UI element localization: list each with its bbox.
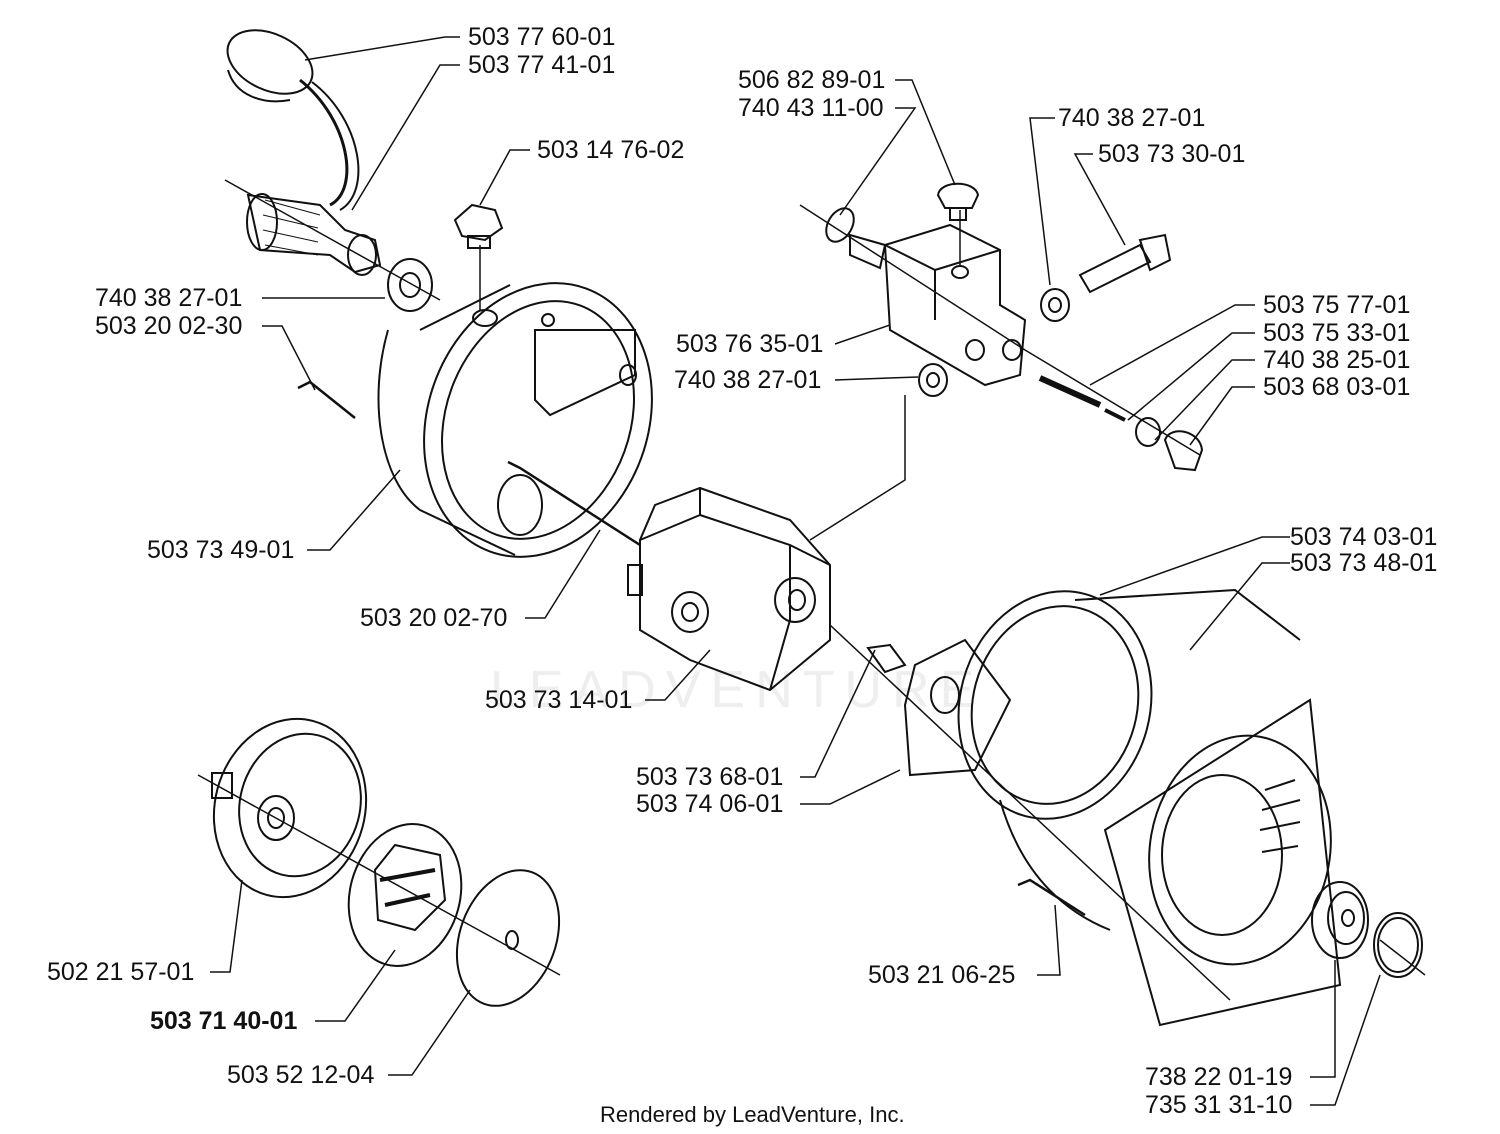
axis-lines [197, 179, 1426, 1001]
callout-503-52-12-04: 503 52 12-04 [227, 1061, 375, 1089]
callout-503-77-41-01: 503 77 41-01 [468, 51, 616, 79]
callout-503-76-35-01: 503 76 35-01 [676, 330, 824, 358]
watermark: LEADVENTURE [490, 661, 985, 719]
adapter-housing [957, 588, 1342, 1027]
callout-503-73-48-01: 503 73 48-01 [1290, 549, 1438, 577]
callout-503-20-02-70: 503 20 02-70 [360, 604, 508, 632]
callout-738-22-01-19: 738 22 01-19 [1145, 1063, 1293, 1091]
spring-and-plug [1038, 375, 1204, 472]
washer-left [387, 258, 433, 312]
callout-503-77-60-01: 503 77 60-01 [468, 23, 616, 51]
callout-740-43-11-00: 740 43 11-00 [738, 94, 884, 122]
bearing [1311, 881, 1369, 959]
callout-506-82-89-01: 506 82 89-01 [738, 66, 886, 94]
callout-503-14-76-02: 503 14 76-02 [537, 136, 685, 164]
clutch-disc [455, 869, 561, 1007]
callout-503-73-30-01: 503 73 30-01 [1098, 140, 1246, 168]
pump-housing [377, 282, 653, 558]
callout-740-38-27-01-mid: 740 38 27-01 [674, 366, 822, 394]
callout-503-21-06-25: 503 21 06-25 [868, 961, 1016, 989]
callout-503-73-68-01: 503 73 68-01 [636, 763, 784, 791]
callout-503-71-40-01: 503 71 40-01 [150, 1007, 298, 1035]
callout-740-38-27-01-left: 740 38 27-01 [95, 284, 243, 312]
valve-plug [936, 182, 980, 221]
gasket [903, 638, 1012, 777]
callout-740-38-25-01: 740 38 25-01 [1263, 346, 1411, 374]
plug-screw [453, 203, 504, 249]
clutch-assembly [347, 823, 463, 967]
clutch-drum [211, 717, 368, 899]
screw-right [1017, 878, 1086, 917]
callout-503-74-06-01: 503 74 06-01 [636, 790, 784, 818]
callout-503-75-77-01: 503 75 77-01 [1263, 291, 1411, 319]
valve-washers [918, 288, 1161, 447]
footer-credit: Rendered by LeadVenture, Inc. [600, 1102, 905, 1127]
screw-left [297, 380, 356, 419]
callout-735-31-31-10: 735 31 31-10 [1145, 1091, 1293, 1119]
callout-503-74-03-01: 503 74 03-01 [1290, 523, 1438, 551]
fitting [866, 643, 907, 674]
leader-lines [210, 36, 1381, 1106]
callout-503-20-02-30: 503 20 02-30 [95, 312, 243, 340]
long-screw [507, 460, 641, 547]
callout-503-75-33-01: 503 75 33-01 [1263, 319, 1411, 347]
relief-screw [1078, 233, 1172, 294]
circlip [1373, 912, 1423, 978]
callout-502-21-57-01: 502 21 57-01 [47, 958, 195, 986]
quick-coupler [226, 29, 382, 276]
hydraulic-pump [627, 486, 831, 692]
callout-503-73-14-01: 503 73 14-01 [485, 686, 633, 714]
valve-block [825, 207, 1027, 387]
callout-503-73-49-01: 503 73 49-01 [147, 536, 295, 564]
callout-740-38-27-01-top: 740 38 27-01 [1058, 104, 1206, 132]
callout-503-68-03-01: 503 68 03-01 [1263, 373, 1411, 401]
